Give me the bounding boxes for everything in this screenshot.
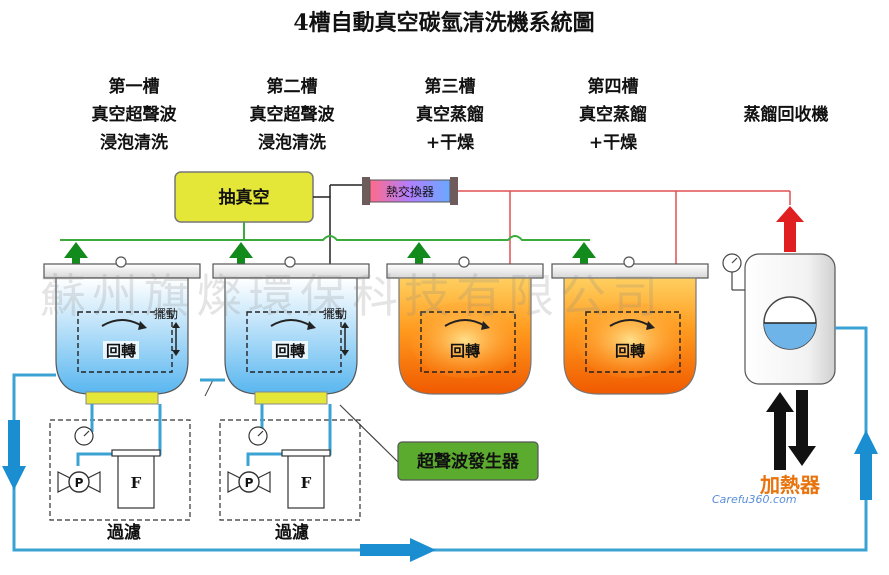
- tank-4-label-line-1: 第四槽: [588, 76, 639, 97]
- tank-1: 回轉 擺動: [43, 256, 201, 405]
- tank-2-rotate-label: 回轉: [275, 342, 305, 360]
- tank-2-swing-label: 擺動: [323, 307, 347, 321]
- vacuum-label: 抽真空: [219, 187, 270, 208]
- tank-2-label-line-2: 真空超聲波: [250, 104, 336, 125]
- tank-4-label: 第四槽 真空蒸餾 +干燥: [579, 76, 647, 153]
- tank-3-label-line-2: 真空蒸餾: [416, 104, 484, 125]
- tank-2-label: 第二槽 真空超聲波 浸泡清洗: [250, 76, 336, 153]
- filter-1-letter: F: [131, 474, 142, 492]
- blue-arrow-right: [360, 538, 436, 562]
- tank-1-swing-label: 擺動: [154, 307, 178, 321]
- tank-1-label-line-2: 真空超聲波: [92, 104, 178, 125]
- tank-4: 回轉: [551, 256, 709, 395]
- tank-2-label-line-3: 浸泡清洗: [258, 132, 326, 153]
- filter-2-label: 過濾: [275, 522, 309, 543]
- filter-1-label: 過濾: [107, 522, 141, 543]
- tank-3-label-line-3: +干燥: [426, 133, 475, 153]
- tank-2: 回轉 擺動: [212, 256, 370, 405]
- ultrasonic-label: 超聲波發生器: [417, 451, 520, 472]
- tank-1-rotate-label: 回轉: [106, 342, 136, 360]
- tank-1-label: 第一槽 真空超聲波 浸泡清洗: [92, 76, 178, 153]
- blue-circulation-loop: [12, 326, 868, 552]
- heat-exchanger: 熱交換器: [329, 177, 458, 205]
- ultrasonic-generator: 超聲波發生器: [204, 379, 539, 481]
- tank-4-rotate-label: 回轉: [615, 342, 645, 360]
- tank-1-label-line-3: 浸泡清洗: [100, 132, 168, 153]
- filter-unit-2: P F 過濾: [219, 404, 361, 543]
- heater-label: 加熱器: [759, 473, 821, 497]
- recovery-unit: 加熱器: [722, 191, 836, 497]
- filter-2-letter: F: [301, 474, 312, 492]
- tank-4-label-line-2: 真空蒸餾: [579, 104, 647, 125]
- blue-arrow-down: [2, 420, 26, 490]
- tank-1-label-line-1: 第一槽: [109, 76, 160, 97]
- diagram-title: 4槽自動真空碳氫清洗機系統圖: [293, 10, 594, 36]
- tank-4-label-line-3: +干燥: [589, 133, 638, 153]
- company-watermark: 蘇州旗燦環保科技有限公司: [40, 269, 664, 323]
- site-watermark: Carefu360.com: [712, 493, 797, 506]
- pump-1-letter: P: [75, 476, 84, 490]
- green-manifold: [60, 222, 590, 241]
- tank-3-label-line-1: 第三槽: [425, 76, 476, 97]
- tank-3-label: 第三槽 真空蒸餾 +干燥: [416, 76, 484, 153]
- filter-unit-1: P F 過濾: [49, 404, 191, 543]
- blue-arrow-up: [854, 430, 878, 500]
- heat-exchanger-label: 熱交換器: [386, 184, 434, 199]
- tank-2-label-line-1: 第二槽: [267, 76, 318, 97]
- recovery-label: 蒸餾回收機: [744, 104, 829, 125]
- pump-2-letter: P: [245, 476, 254, 490]
- tank-3: 回轉: [386, 256, 544, 395]
- tank-3-rotate-label: 回轉: [450, 342, 480, 360]
- vacuum-box: 抽真空: [174, 171, 314, 223]
